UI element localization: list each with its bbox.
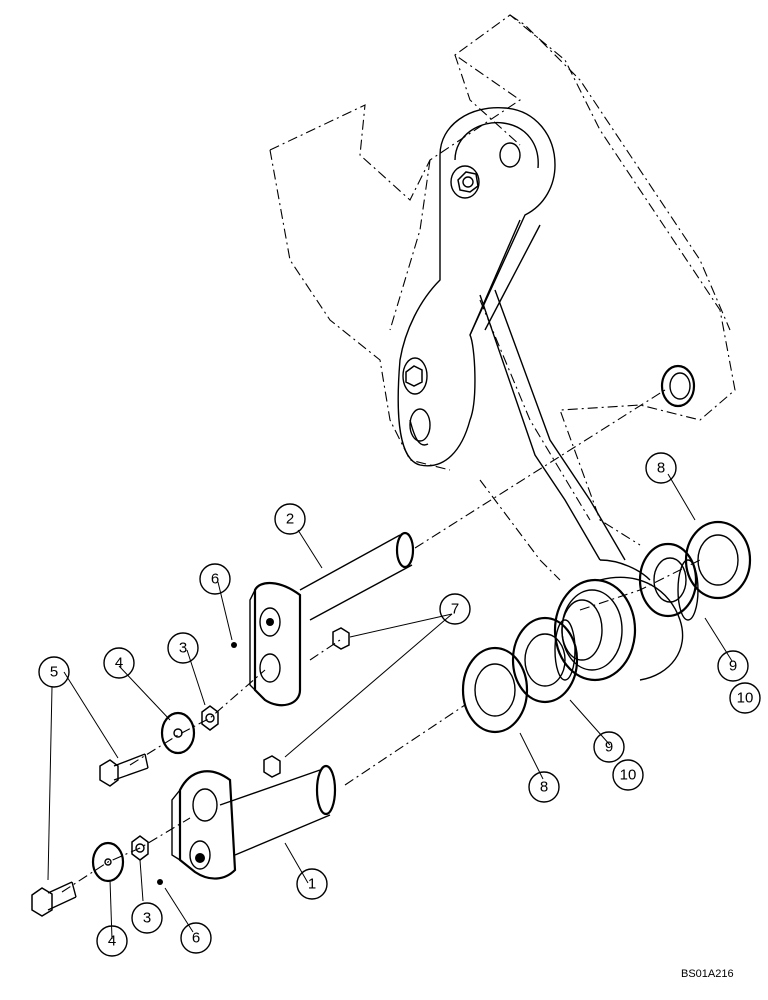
lower-link-assembly [479,289,696,682]
svg-text:4: 4 [115,655,123,672]
callout-8: 8 [528,771,560,803]
callout-5: 5 [38,656,70,688]
washer-upper [160,711,196,755]
washer-lower [91,841,125,883]
callout-10: 10 [612,759,644,791]
svg-text:3: 3 [143,910,151,927]
svg-text:6: 6 [192,930,200,947]
callout-9: 9 [593,731,625,763]
nuts [131,627,350,885]
callout-6: 6 [199,563,231,595]
svg-text:10: 10 [737,690,754,707]
svg-text:3: 3 [179,640,187,657]
svg-text:4: 4 [108,933,116,950]
svg-text:1: 1 [308,876,316,893]
frame-phantom-outline [269,14,736,581]
svg-text:9: 9 [605,739,613,756]
callout-4: 4 [103,647,135,679]
callout-10: 10 [729,682,761,714]
callout-9: 9 [717,650,749,682]
washers-center [461,616,579,734]
callout-6: 6 [180,922,212,954]
upper-link-plate [397,107,556,467]
assembly-centerlines [61,389,701,893]
svg-text:10: 10 [620,767,637,784]
pin-upper [249,531,415,707]
washers-right [638,520,752,621]
bolt-lower [31,881,77,917]
callout-4: 4 [96,925,128,957]
svg-text:6: 6 [211,571,219,588]
callout-1: 1 [296,868,328,900]
leader-lines [47,473,733,940]
svg-text:7: 7 [451,601,459,618]
callout-7: 7 [439,593,471,625]
callout-3: 3 [167,632,199,664]
callout-2: 2 [274,503,306,535]
svg-text:8: 8 [657,460,665,477]
svg-text:9: 9 [729,658,737,675]
drawing-code: BS01A216 [681,968,734,980]
pin-lower [171,764,337,880]
bolt-upper [99,753,149,787]
callout-3: 3 [131,902,163,934]
svg-text:8: 8 [540,779,548,796]
callout-8: 8 [645,452,677,484]
svg-text:5: 5 [50,664,58,681]
svg-text:2: 2 [286,511,294,528]
